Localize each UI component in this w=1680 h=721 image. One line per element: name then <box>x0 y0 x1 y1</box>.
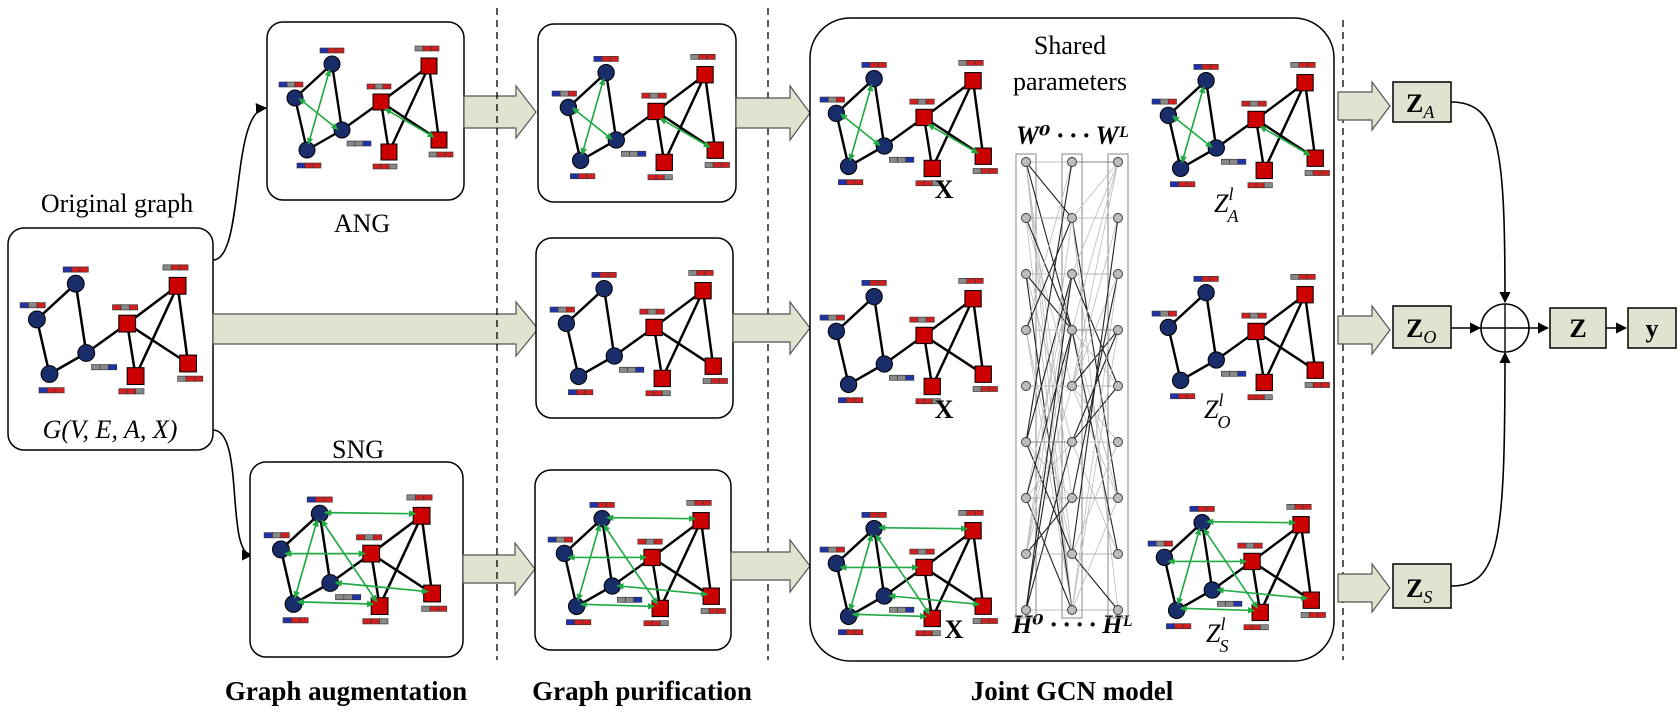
zl-a-sup: l <box>1228 184 1233 204</box>
gcn-connection <box>1071 329 1119 387</box>
zl-a-main: Z <box>1214 189 1229 218</box>
zs-box <box>1392 563 1452 609</box>
za-box <box>1392 81 1452 123</box>
y-label: y <box>1646 314 1659 343</box>
arrow-to-za <box>1337 80 1391 132</box>
gcn-neuron <box>1021 213 1031 223</box>
gcn-connection <box>1025 273 1073 555</box>
gcn-neuron <box>1113 493 1123 503</box>
gcn-network <box>1015 153 1129 619</box>
zl-a-sub: A <box>1226 206 1239 226</box>
gcn-neuron <box>1113 325 1123 335</box>
arrow-sng-to-purify <box>462 541 536 597</box>
ang-label: ANG <box>334 209 390 238</box>
zl-s-main: Z <box>1206 619 1221 648</box>
gcn-neuron <box>1021 157 1031 167</box>
zo-main: Z <box>1406 314 1423 343</box>
gcn-neuron <box>1067 493 1077 503</box>
gcn-neuron <box>1113 605 1123 615</box>
zo-sub: O <box>1423 327 1436 347</box>
zs-sub: S <box>1423 587 1432 607</box>
zl-o-main: Z <box>1204 395 1219 424</box>
gcn-neuron <box>1113 381 1123 391</box>
arrow-purify-to-gcn-s <box>730 538 811 594</box>
gcn-connection <box>1071 217 1119 387</box>
joint-gcn-box <box>809 17 1335 662</box>
gcn-neuron <box>1067 381 1077 391</box>
original-graph-formula: G(V, E, A, X) <box>43 415 178 444</box>
zs-main: Z <box>1406 574 1423 603</box>
connector-to-sng <box>212 429 254 561</box>
caption-purification: Graph purification <box>532 676 752 706</box>
gcn-neuron <box>1021 381 1031 391</box>
x-label-s: X <box>945 615 964 644</box>
gcn-neuron <box>1067 605 1077 615</box>
zl-o-sup: l <box>1218 390 1223 410</box>
gcn-connection <box>1025 273 1073 443</box>
gcn-connection <box>1025 161 1073 443</box>
gcn-neuron <box>1067 549 1077 559</box>
x-label-o: X <box>935 395 954 424</box>
gcn-neuron <box>1021 605 1031 615</box>
gcn-neuron <box>1113 549 1123 559</box>
arrow-to-zo <box>1337 304 1391 356</box>
zl-o-sub: O <box>1217 412 1230 432</box>
gcn-neuron <box>1067 213 1077 223</box>
z-box <box>1549 307 1607 349</box>
gcn-neuron <box>1067 325 1077 335</box>
za-sub: A <box>1422 102 1435 122</box>
gcn-neuron <box>1067 437 1077 447</box>
shared-parameters-line2: parameters <box>1013 67 1127 96</box>
za-to-sum <box>1450 101 1511 304</box>
gcn-neuron <box>1113 157 1123 167</box>
y-box <box>1627 307 1677 349</box>
za-label: ZA <box>1406 89 1435 122</box>
shared-parameters-line1: Shared <box>1034 31 1106 60</box>
sng-label: SNG <box>332 435 384 464</box>
zs-to-sum <box>1450 351 1511 587</box>
gcn-neuron <box>1113 269 1123 279</box>
gcn-neuron <box>1021 269 1031 279</box>
zo-box <box>1392 305 1452 349</box>
zo-label: ZO <box>1406 314 1436 347</box>
caption-joint: Joint GCN model <box>971 676 1174 706</box>
original-graph-title: Original graph <box>41 189 193 218</box>
gcn-connection <box>1071 161 1119 219</box>
gcn-neuron <box>1021 325 1031 335</box>
gcn-neuron <box>1067 269 1077 279</box>
weights-label: W⁰ · · · Wᴸ <box>1016 121 1129 150</box>
caption-augmentation: Graph augmentation <box>225 676 467 706</box>
gcn-neuron <box>1021 437 1031 447</box>
zl-s-sub: S <box>1219 636 1228 656</box>
gcn-connection <box>1071 161 1119 331</box>
arrow-to-zs <box>1337 562 1391 614</box>
gcn-connection <box>1071 385 1119 443</box>
gcn-connection <box>1025 441 1073 611</box>
gcn-neuron <box>1021 493 1031 503</box>
arrow-purify-to-gcn-a <box>735 84 811 142</box>
arrow-ang-to-purify <box>463 84 537 140</box>
connector-to-ang <box>212 103 268 261</box>
gcn-connection <box>1071 329 1119 611</box>
gcn-connection <box>1025 161 1073 331</box>
gcn-neuron <box>1021 549 1031 559</box>
zs-label: ZS <box>1406 574 1432 607</box>
gcn-neuron <box>1113 437 1123 447</box>
z-label: Z <box>1569 314 1586 343</box>
zl-s-sup: l <box>1220 614 1225 634</box>
gcn-neuron <box>1113 213 1123 223</box>
x-label-a: X <box>935 175 954 204</box>
arrow-original-to-purify <box>212 300 539 358</box>
gcn-neuron <box>1067 157 1077 167</box>
arrow-purify-to-gcn-o <box>732 300 811 356</box>
gcn-connection <box>1025 329 1073 611</box>
za-main: Z <box>1406 89 1423 118</box>
